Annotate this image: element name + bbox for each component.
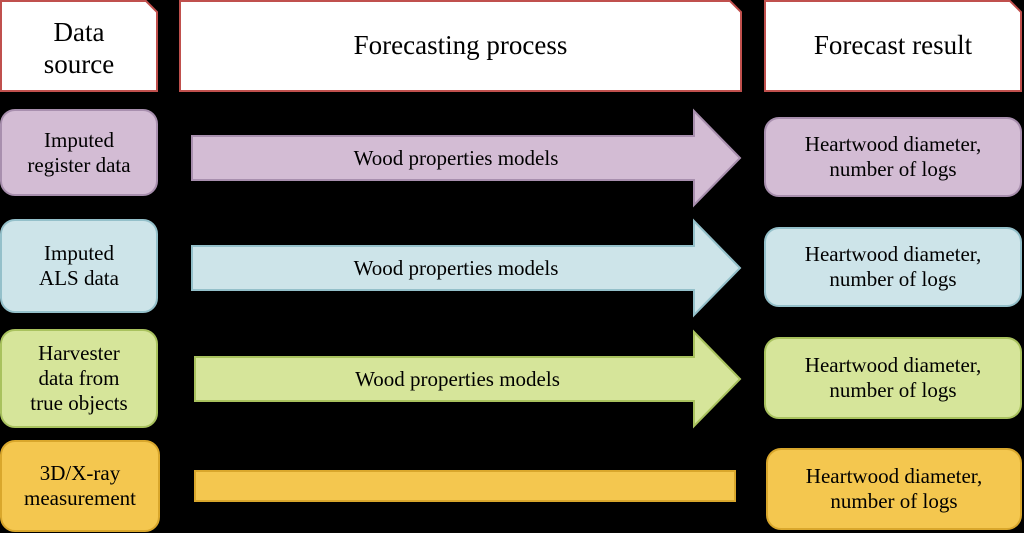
row-3-result-label: Heartwood diameter, number of logs	[804, 353, 982, 402]
header-forecasting-process-box	[179, 0, 742, 92]
row-2-source-label: Imputed ALS data	[39, 241, 119, 290]
header-forecasting-process-label: Forecasting process	[353, 30, 568, 61]
row-3-source-box	[0, 329, 158, 428]
header-forecast-result-label: Forecast result	[813, 30, 973, 61]
row-1-process-label: Wood properties models	[353, 145, 559, 170]
row-4-source-box	[0, 440, 160, 532]
row-3-result-box	[764, 337, 1022, 419]
row-1-source-box	[0, 109, 158, 196]
row-2-result-label: Heartwood diameter, number of logs	[804, 242, 982, 291]
row-2-process-label: Wood properties models	[353, 255, 559, 280]
row-2-result-box	[764, 227, 1022, 307]
row-1-process-arrow	[191, 108, 742, 208]
row-4-result-box	[766, 448, 1022, 530]
row-1-result-box	[764, 117, 1022, 197]
row-3-process-label: Wood properties models	[355, 366, 560, 391]
row-2-process-arrow	[191, 218, 742, 318]
row-1-result-label: Heartwood diameter, number of logs	[804, 132, 982, 181]
row-4-result-label: Heartwood diameter, number of logs	[805, 464, 983, 513]
header-data-source-label: Data source	[43, 17, 115, 79]
header-forecast-result-box	[764, 0, 1022, 92]
header-data-source-box	[0, 0, 158, 92]
row-4-source-label: 3D/X-ray measurement	[24, 461, 136, 510]
row-3-process-arrow	[194, 329, 742, 429]
row-2-source-box	[0, 219, 158, 313]
row-4-process-bar	[194, 470, 736, 502]
row-1-source-label: Imputed register data	[27, 127, 131, 177]
row-3-source-label: Harvester data from true objects	[30, 341, 128, 415]
